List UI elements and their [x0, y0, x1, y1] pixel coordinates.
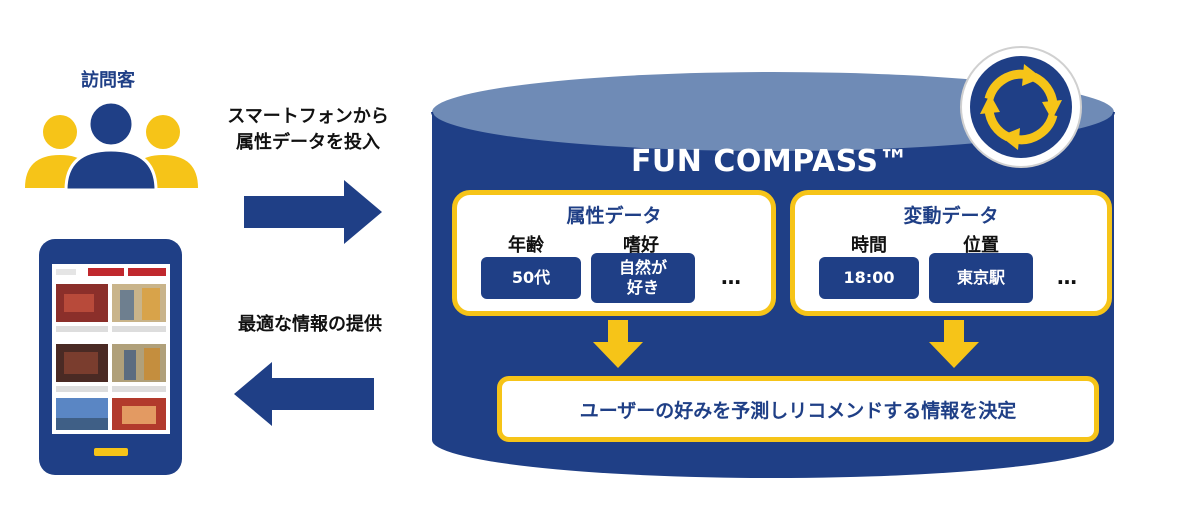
recommendation-result-box: ユーザーの好みを予測しリコメンドする情報を決定 [497, 376, 1099, 442]
input-caption-line1: スマートフォンから [227, 106, 389, 127]
input-caption-line2: 属性データを投入 [236, 132, 380, 153]
age-chip: 50代 [481, 257, 581, 299]
smartphone-icon [39, 239, 182, 475]
attribute-data-box: 属性データ 年齢 嗜好 50代 自然が 好き … [452, 190, 776, 316]
visitor-group-icon [25, 100, 198, 192]
attribute-ellipsis: … [721, 265, 741, 289]
input-caption: スマートフォンから 属性データを投入 [198, 104, 418, 156]
preference-chip-line1: 自然が [618, 258, 667, 277]
visitor-label: 訪問客 [81, 70, 135, 91]
location-label: 位置 [963, 235, 999, 256]
preference-chip: 自然が 好き [591, 253, 695, 303]
left-arrow-icon [234, 362, 374, 426]
output-caption: 最適な情報の提供 [238, 314, 382, 335]
variable-ellipsis: … [1057, 265, 1077, 289]
right-arrow-icon [244, 180, 382, 244]
preference-label: 嗜好 [623, 235, 659, 256]
preference-chip-line2: 好き [626, 278, 659, 297]
time-chip: 18:00 [819, 257, 919, 299]
variable-box-title: 変動データ [903, 205, 999, 227]
variable-data-box: 変動データ 時間 位置 18:00 東京駅 … [790, 190, 1112, 316]
age-label: 年齢 [508, 235, 544, 256]
database-title: FUN COMPASS™ [630, 144, 910, 179]
attribute-box-title: 属性データ [566, 205, 662, 227]
time-label: 時間 [851, 235, 887, 256]
location-chip: 東京駅 [929, 253, 1033, 303]
rotation-icon [960, 46, 1082, 168]
down-arrow-icon [929, 320, 979, 368]
down-arrow-icon [593, 320, 643, 368]
